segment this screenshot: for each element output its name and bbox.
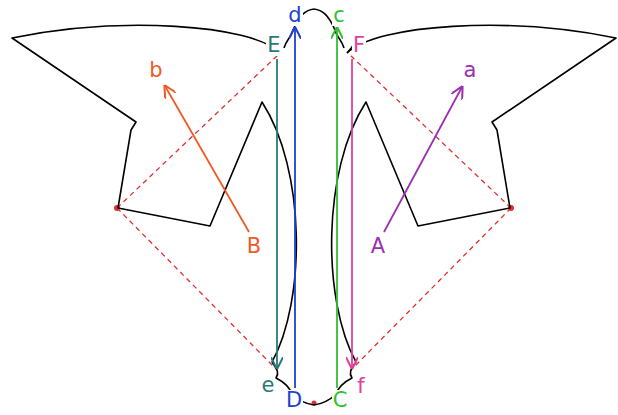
vector-label: d: [287, 5, 302, 26]
vector-label: f: [356, 376, 365, 397]
dashed-diamond: [117, 54, 511, 370]
vector-label: F: [352, 35, 366, 56]
vector-label: b: [148, 60, 163, 81]
tile-outline: [12, 9, 314, 405]
vector-label: D: [285, 390, 303, 411]
vector-label: c: [332, 5, 346, 26]
vector-label: E: [266, 35, 281, 56]
vector-label: e: [261, 375, 276, 396]
vector-label: a: [463, 60, 478, 81]
vector-label: C: [332, 390, 349, 411]
vector-label: B: [246, 236, 262, 257]
tile-outline: [314, 9, 616, 405]
vector-arrow: [165, 28, 462, 388]
vector-label: A: [370, 236, 386, 257]
vertex-dot: [114, 205, 514, 406]
